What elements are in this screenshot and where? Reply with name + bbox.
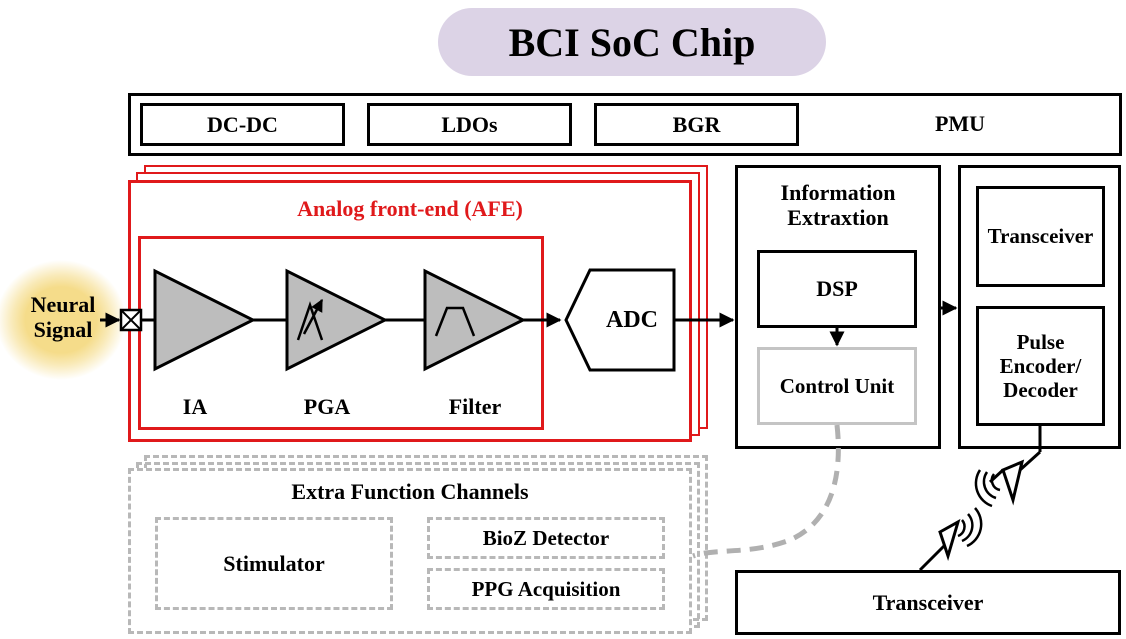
pulse-line1: Pulse <box>1016 329 1065 354</box>
bioz-detector-block: BioZ Detector <box>427 517 665 559</box>
adc-block <box>564 268 676 372</box>
extra-function-title: Extra Function Channels <box>291 479 529 504</box>
bgr-block: BGR <box>594 103 799 146</box>
ia-label: IA <box>182 394 208 419</box>
info-title-line2: Extraxtion <box>787 205 889 231</box>
chip-antenna-icon <box>974 459 1025 508</box>
dc-dc-block: DC-DC <box>140 103 345 146</box>
pulse-codec-block: Pulse Encoder/ Decoder <box>976 306 1105 426</box>
control-to-extra-dashed-link <box>692 424 841 559</box>
external-antenna-icon <box>918 507 983 572</box>
dsp-block: DSP <box>757 250 917 328</box>
chip-title: BCI SoC Chip <box>438 8 826 76</box>
afe-title: Analog front-end (AFE) <box>297 196 523 221</box>
pmu-label: PMU <box>934 111 986 136</box>
control-unit-block: Control Unit <box>757 347 917 425</box>
extra-function-block <box>128 468 692 634</box>
stimulator-block: Stimulator <box>155 517 393 610</box>
antenna-feed <box>1018 450 1042 472</box>
info-extraction-title: Information Extraxtion <box>735 180 941 231</box>
ppg-acquisition-block: PPG Acquisition <box>427 568 665 610</box>
pga-label: PGA <box>303 394 351 419</box>
filter-amplifier-icon <box>423 268 527 372</box>
neural-signal-line1: Neural <box>30 292 96 317</box>
pulse-line3: Decoder <box>1003 378 1078 403</box>
transceiver-block: Transceiver <box>976 186 1105 287</box>
ldos-block: LDOs <box>367 103 572 146</box>
info-title-line1: Information <box>780 180 896 205</box>
pga-amplifier-icon <box>285 268 389 372</box>
input-switch-icon <box>119 308 143 332</box>
pulse-line2: Encoder/ <box>999 353 1082 378</box>
ia-amplifier-icon <box>153 268 257 372</box>
filter-label: Filter <box>448 394 502 419</box>
neural-signal-line2: Signal <box>33 317 93 343</box>
adc-label: ADC <box>606 307 658 333</box>
neural-signal-label: Neural Signal <box>8 292 118 343</box>
external-transceiver-block: Transceiver <box>735 570 1121 635</box>
